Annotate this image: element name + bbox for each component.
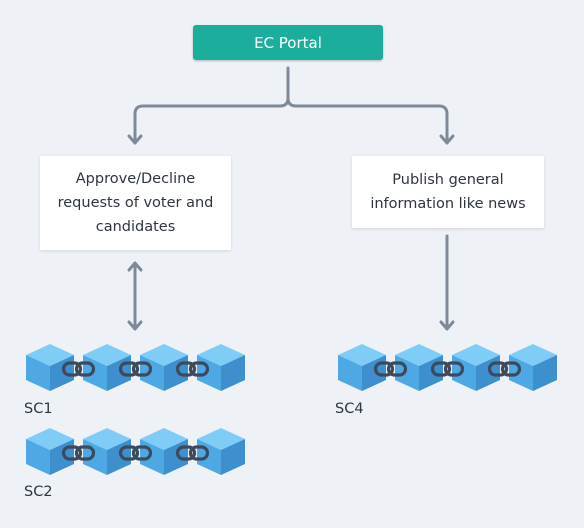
- sc2-block-3: [140, 428, 188, 475]
- chains-layer: [26, 344, 557, 475]
- approve-decline-line-1: Approve/Decline: [75, 171, 196, 187]
- bidirectional-arrow-left: [127, 261, 143, 331]
- sc1-block-2: [83, 344, 131, 391]
- sc4-chain: [338, 344, 557, 391]
- sc2-link-1: [61, 445, 96, 461]
- approve-decline-box: Approve/Decline requests of voter and ca…: [40, 156, 231, 250]
- sc2-label: SC2: [24, 484, 53, 500]
- sc1-label: SC1: [24, 401, 53, 417]
- arrowhead-to-right-box: [439, 134, 455, 145]
- sc4-link-2: [430, 361, 465, 377]
- sc1-block-4: [197, 344, 245, 391]
- sc4-label: SC4: [335, 401, 364, 417]
- sc4-block-1: [338, 344, 386, 391]
- sc2-chain: [26, 428, 245, 475]
- sc1-link-2: [118, 361, 153, 377]
- sc1-block-1: [26, 344, 74, 391]
- publish-info-line-1: Publish general: [392, 172, 504, 188]
- sc4-block-4: [509, 344, 557, 391]
- sc4-block-2: [395, 344, 443, 391]
- sc2-link-3: [175, 445, 210, 461]
- ec-portal-box: EC Portal: [193, 25, 383, 60]
- sc2-link-2: [118, 445, 153, 461]
- sc1-chain: [26, 344, 245, 391]
- arrowhead-to-left-box: [127, 134, 143, 145]
- approve-decline-line-3: candidates: [95, 219, 176, 235]
- arrow-right-box-to-sc4: [439, 234, 455, 331]
- sc1-link-1: [61, 361, 96, 377]
- sc1-link-3: [175, 361, 210, 377]
- sc4-link-3: [487, 361, 522, 377]
- connector-portal-to-boxes: [133, 66, 449, 144]
- approve-decline-line-2: requests of voter and: [57, 195, 214, 211]
- ec-portal-label: EC Portal: [254, 33, 322, 52]
- sc2-block-4: [197, 428, 245, 475]
- sc2-block-1: [26, 428, 74, 475]
- publish-info-line-2: information like news: [370, 196, 526, 212]
- sc2-block-2: [83, 428, 131, 475]
- sc4-block-3: [452, 344, 500, 391]
- publish-info-box: Publish general information like news: [352, 156, 544, 228]
- sc1-block-3: [140, 344, 188, 391]
- sc4-link-1: [373, 361, 408, 377]
